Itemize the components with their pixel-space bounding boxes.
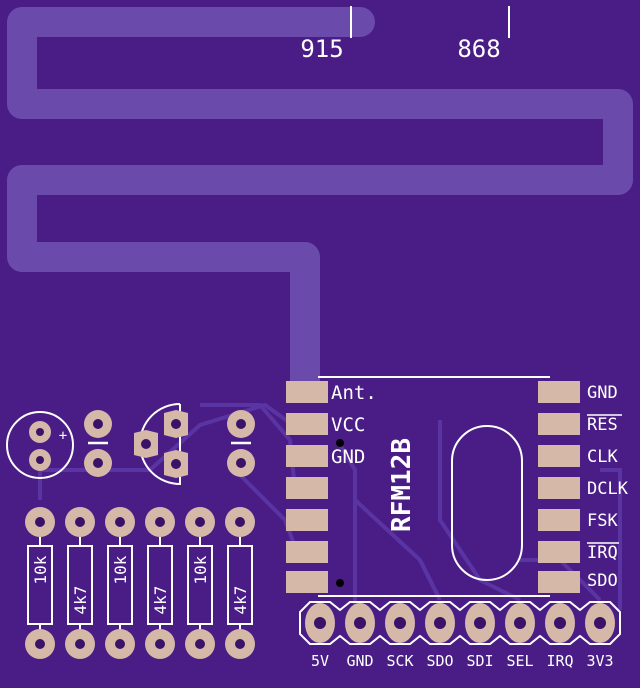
- resistor-value: 10k: [191, 555, 210, 584]
- pin-label-fsk: FSK: [587, 511, 618, 531]
- header-label-sdi: SDI: [466, 652, 493, 670]
- resistor-2: 4k7: [65, 507, 95, 659]
- resistor-value: 4k7: [71, 586, 90, 615]
- ceramic-capacitor-2: [227, 410, 255, 477]
- module-pad: [286, 541, 328, 563]
- pin-label-res: RES: [587, 415, 618, 435]
- module-pad: [538, 413, 580, 435]
- pin-label-irq: IRQ: [587, 543, 618, 563]
- module-left-labels: Ant. VCC GND: [331, 382, 377, 468]
- pin-label-ant: Ant.: [331, 382, 377, 404]
- resistor-value: 10k: [111, 555, 130, 584]
- resistor-6: 4k7: [225, 507, 255, 659]
- electrolytic-capacitor: +: [6, 411, 74, 479]
- module-pad: [286, 571, 328, 593]
- pin-label-gnd: GND: [331, 446, 365, 468]
- module-right-labels: GND RES CLK DCLK FSK IRQ SDO: [587, 383, 629, 591]
- module-pad: [538, 541, 580, 563]
- module-pad: [538, 571, 580, 593]
- header-label-5v: 5V: [311, 652, 329, 670]
- resistor-5: 10k: [185, 507, 215, 659]
- label-915: 915: [300, 35, 343, 63]
- label-868: 868: [457, 35, 500, 63]
- module-pad: [286, 413, 328, 435]
- header-label-3v3: 3V3: [586, 652, 613, 670]
- module-name: RFM12B: [387, 438, 417, 532]
- resistor-1: 10k: [25, 507, 55, 659]
- pin-label-dclk: DCLK: [587, 479, 629, 499]
- pin-label-clk: CLK: [587, 447, 618, 467]
- module-pad: [286, 381, 328, 403]
- header-label-gnd: GND: [346, 652, 373, 670]
- header-label-sdo: SDO: [426, 652, 453, 670]
- resistor-value: 10k: [31, 555, 50, 584]
- header-labels: 5V GND SCK SDO SDI SEL IRQ 3V3: [311, 652, 614, 670]
- pin-label-gnd: GND: [587, 383, 618, 403]
- module-pad: [286, 477, 328, 499]
- module-pad: [286, 445, 328, 467]
- module-pad: [538, 509, 580, 531]
- resistor-value: 4k7: [151, 586, 170, 615]
- voltage-regulator: [134, 403, 188, 486]
- via-dot: [336, 439, 344, 447]
- pin-label-vcc: VCC: [331, 414, 365, 436]
- module-right-pads: [538, 381, 580, 593]
- pin-header: [299, 601, 621, 645]
- resistor-value: 4k7: [231, 586, 250, 615]
- module-pad: [286, 509, 328, 531]
- header-label-sck: SCK: [386, 652, 413, 670]
- module-pad: [538, 445, 580, 467]
- module-left-pads: [286, 381, 328, 593]
- resistor-4: 4k7: [145, 507, 175, 659]
- capacitor-polarity: +: [59, 428, 67, 444]
- resistor-3: 10k: [105, 507, 135, 659]
- rfm12b-module: RFM12B: [318, 376, 550, 597]
- header-label-sel: SEL: [506, 652, 533, 670]
- crystal-outline: [451, 425, 523, 581]
- bottom-traces: [38, 402, 622, 610]
- pin-label-sdo: SDO: [587, 571, 618, 591]
- header-label-irq: IRQ: [546, 652, 573, 670]
- via-dot: [336, 579, 344, 587]
- module-pad: [538, 477, 580, 499]
- module-pad: [538, 381, 580, 403]
- ceramic-capacitor-1: [84, 410, 112, 477]
- antenna-trace: [7, 7, 633, 400]
